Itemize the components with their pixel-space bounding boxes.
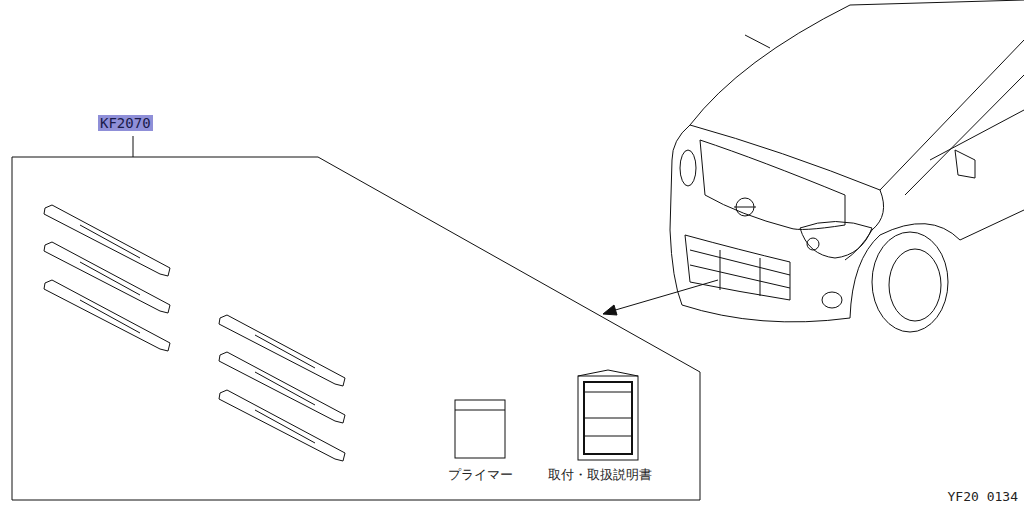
location-arrow (603, 280, 718, 315)
manual-icon (578, 370, 638, 460)
trim-strips (44, 205, 345, 461)
callout-number: KF2070 (98, 115, 153, 131)
figure-number: YF20 0134 (948, 489, 1018, 505)
part-name: プライマー (448, 467, 513, 483)
part-name: 取付・取扱説明書 (548, 467, 652, 483)
vehicle-drawing (670, 0, 1024, 332)
leader-line (133, 136, 134, 157)
primer-icon (455, 400, 505, 458)
kit-outline (12, 157, 700, 500)
